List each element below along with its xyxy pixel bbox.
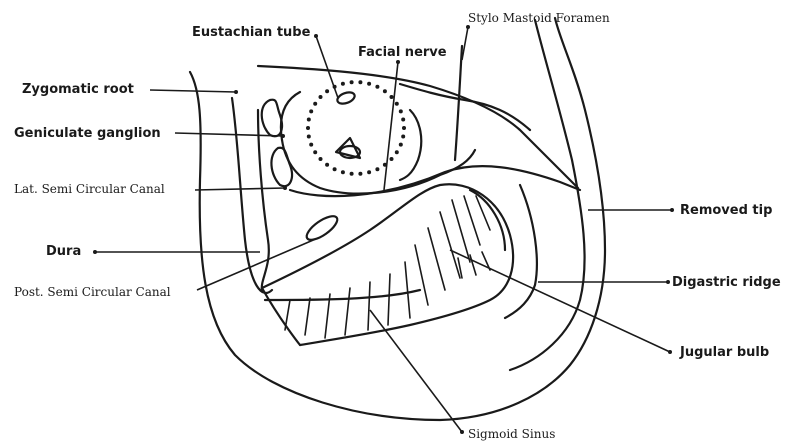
label-sigmoid-sinus: Sigmoid Sinus: [468, 427, 555, 441]
sinus-hatch-line: [476, 196, 490, 230]
label-dura: Dura: [46, 244, 81, 259]
sinus-hatch-line: [345, 288, 350, 335]
leader-lines: [93, 25, 674, 434]
antrum-dot: [309, 109, 313, 113]
zygomatic-ridge: [258, 66, 578, 188]
label-post-semicircular-canal: Post. Semi Circular Canal: [14, 285, 171, 299]
antrum-dot: [401, 135, 405, 139]
facial-nerve-line: [455, 46, 462, 160]
sigmoid-sinus: [262, 184, 537, 345]
antrum-dot: [399, 109, 403, 113]
label-removed-tip: Removed tip: [680, 203, 772, 218]
antrum-dot: [309, 143, 313, 147]
antrum-dot: [383, 89, 387, 93]
label-geniculate-ganglion: Geniculate ganglion: [14, 126, 161, 141]
dura-outline: [232, 98, 272, 293]
antrum-dot: [341, 82, 345, 86]
sinus-hatch-line: [405, 262, 410, 318]
labels: Eustachian tube Facial nerve Stylo Masto…: [14, 11, 781, 441]
antrum-dot: [350, 172, 354, 176]
antrum-dot: [402, 126, 406, 130]
antrum-dot: [390, 157, 394, 161]
antrum-dot: [367, 82, 371, 86]
label-stylomastoid-foramen: Stylo Mastoid Foramen: [468, 11, 610, 25]
semicircular-loops: [262, 100, 341, 244]
label-jugular-bulb: Jugular bulb: [679, 345, 769, 360]
antrum-dot: [333, 167, 337, 171]
antrum-dot: [307, 135, 311, 139]
antrum-dot: [313, 102, 317, 106]
sinus-hatch-line: [325, 294, 330, 338]
antrum-dot: [319, 95, 323, 99]
antrum-dot: [375, 85, 379, 89]
antrum-dot: [325, 163, 329, 167]
antrum-dot: [307, 118, 311, 122]
sinus-hatch-line: [428, 228, 445, 290]
antrum-dot: [395, 150, 399, 154]
antrum-dot: [399, 143, 403, 147]
sinus-hatch-line: [388, 274, 390, 325]
antrum-dot: [313, 150, 317, 154]
antrum-dot: [350, 80, 354, 84]
sinus-hatch-line: [305, 298, 310, 335]
antrum-dot: [390, 95, 394, 99]
sinus-hatch-line: [368, 282, 370, 330]
label-zygomatic-root: Zygomatic root: [22, 82, 134, 97]
label-lat-semicircular-canal: Lat. Semi Circular Canal: [14, 182, 165, 196]
antrum-dot: [375, 167, 379, 171]
antrum-dot: [341, 170, 345, 174]
label-digastric-ridge: Digastric ridge: [672, 275, 781, 290]
antrum-dot: [358, 80, 362, 84]
antrum-dot: [319, 157, 323, 161]
sinus-hatch-line: [464, 196, 480, 245]
ossicles: [336, 90, 360, 158]
antrum-dot: [358, 172, 362, 176]
label-eustachian-tube: Eustachian tube: [192, 25, 311, 40]
sinus-hatch-line: [440, 212, 460, 278]
antrum-dot: [306, 126, 310, 130]
antrum-dot: [367, 170, 371, 174]
sinus-hatch-line: [415, 245, 428, 305]
antrum-dot: [401, 118, 405, 122]
antrum-dot: [395, 102, 399, 106]
sinus-hatch-line: [285, 300, 290, 330]
antrum-dot: [325, 89, 329, 93]
sinus-hatch-line: [470, 255, 476, 275]
label-facial-nerve: Facial nerve: [358, 45, 447, 60]
